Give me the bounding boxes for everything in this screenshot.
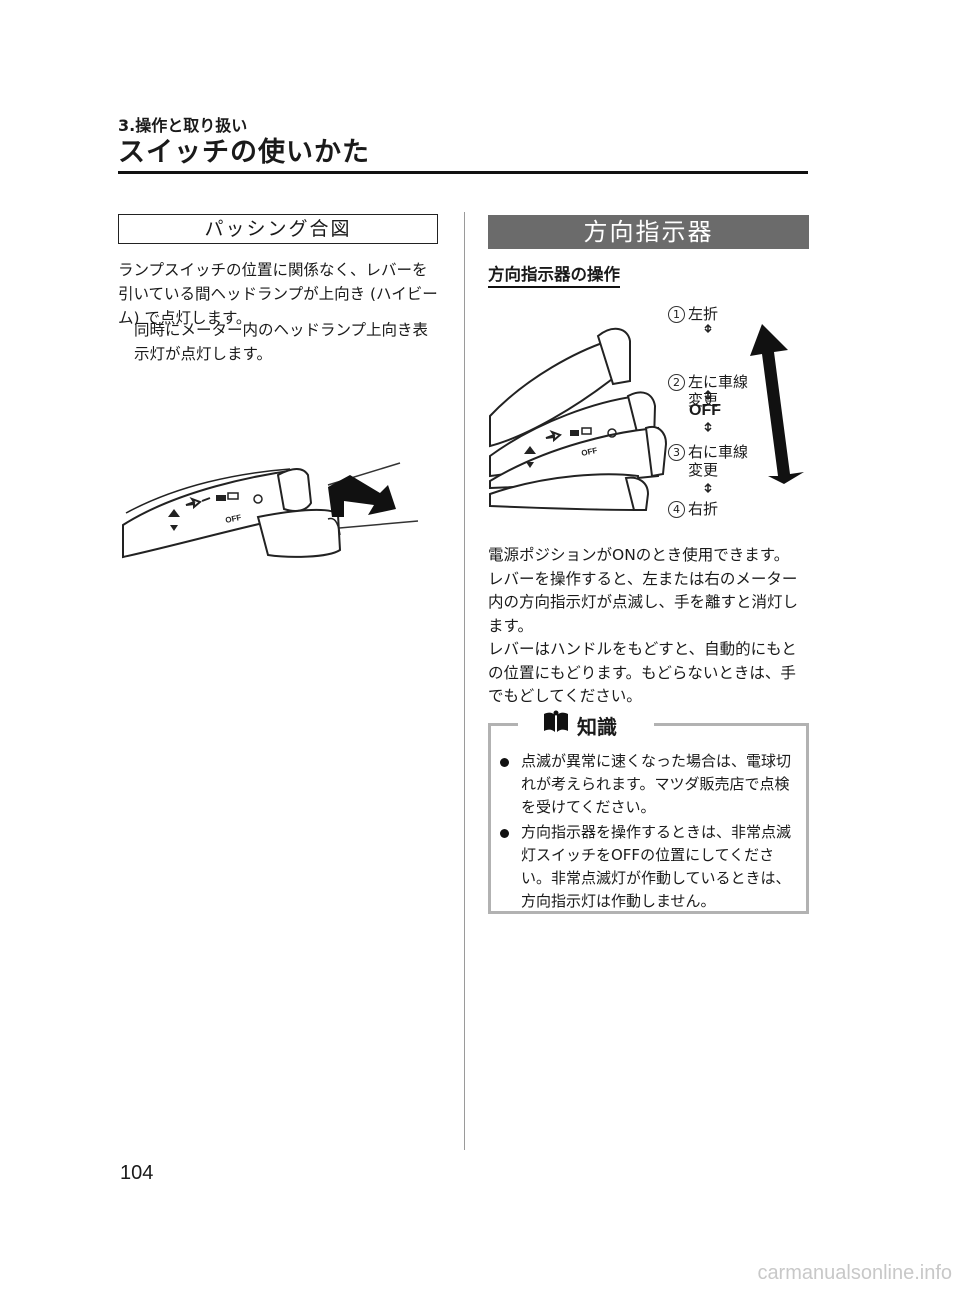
knowledge-tag xyxy=(518,706,654,740)
knowledge-bullet: 方向指示器を操作するときは、非常点滅灯スイッチをOFFの位置にしてください。非常… xyxy=(500,821,802,913)
title-rule xyxy=(118,171,808,174)
label-off: OFF xyxy=(689,402,721,419)
turn-signal-subheading: 方向指示器の操作 xyxy=(488,261,620,288)
knowledge-bullet: 点滅が異常に速くなった場合は、電球切れが考えられます。マツダ販売店で点検を受けて… xyxy=(500,750,802,819)
passing-heading: パッシング合図 xyxy=(118,214,438,244)
passing-text: ランプスイッチの位置に関係なく、レバーを引いている間ヘッドランプが上向き (ハイ… xyxy=(118,261,438,327)
turn-signal-lever-illustration: OFF xyxy=(489,323,804,512)
turn-off-mark: OFF xyxy=(581,446,599,458)
passing-off-mark: OFF xyxy=(225,513,243,525)
footer-watermark: carmanualsonline.info xyxy=(757,1262,952,1284)
turn-signal-heading: 方向指示器 xyxy=(488,215,809,249)
page-title: スイッチの使いかた xyxy=(118,137,370,168)
passing-lever-illustration: OFF xyxy=(122,462,419,559)
column-divider xyxy=(464,212,465,1150)
knowledge-title: 知識 xyxy=(577,715,617,739)
book-icon xyxy=(544,710,568,732)
page-number: 104 xyxy=(120,1162,154,1184)
passing-note: 同時にメーター内のヘッドランプ上向き表示灯が点灯します。 xyxy=(134,321,429,363)
chapter-label: 3.操作と取り扱い xyxy=(118,116,248,135)
turn-signal-body: 電源ポジションがONのとき使用できます。 レバーを操作すると、左または右のメータ… xyxy=(488,546,799,705)
